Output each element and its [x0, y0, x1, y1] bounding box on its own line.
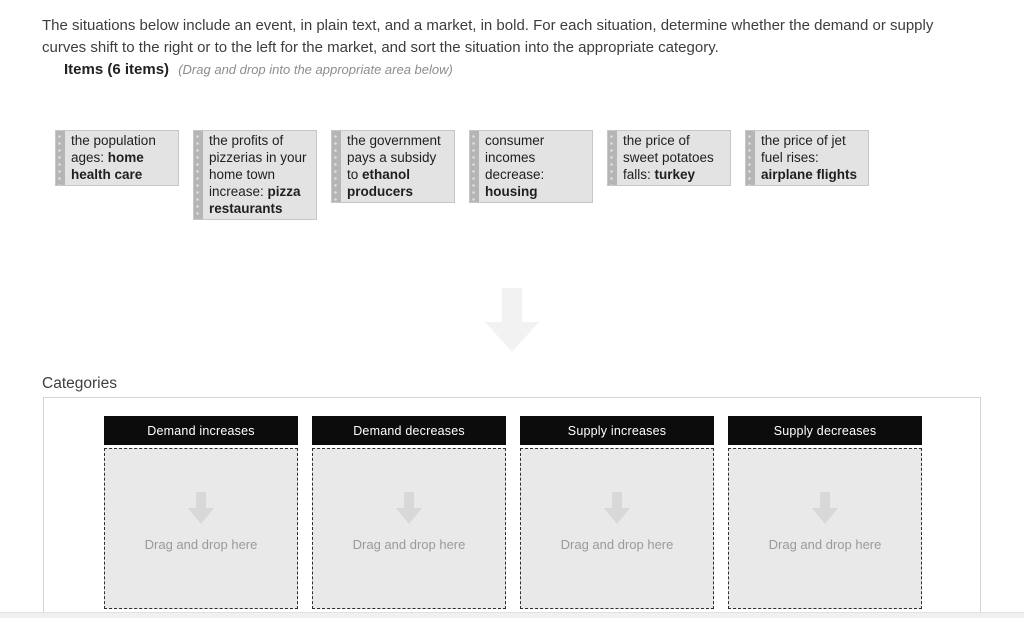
drag-handle-icon[interactable] — [746, 131, 755, 185]
category-header: Supply decreases — [728, 416, 922, 445]
dropzone-supply-increases[interactable]: Drag and drop here — [520, 448, 714, 609]
drag-handle-icon[interactable] — [332, 131, 341, 202]
dropzone-supply-decreases[interactable]: Drag and drop here — [728, 448, 922, 609]
item-text: consumer incomes decrease: housing — [485, 133, 545, 199]
dropzone-placeholder: Drag and drop here — [768, 536, 882, 552]
drag-drop-hint: (Drag and drop into the appropriate area… — [178, 62, 453, 77]
category-header: Supply increases — [520, 416, 714, 445]
item-card-pizzeria-profits[interactable]: the profits of pizzerias in your home to… — [193, 130, 317, 220]
drop-arrow-icon — [602, 491, 632, 524]
item-card-population-ages[interactable]: the population ages: home health care — [55, 130, 179, 186]
category-supply-decreases: Supply decreases Drag and drop here — [728, 416, 922, 609]
dropzone-demand-decreases[interactable]: Drag and drop here — [312, 448, 506, 609]
category-header: Demand decreases — [312, 416, 506, 445]
drop-arrow-icon — [186, 491, 216, 524]
dropzone-placeholder: Drag and drop here — [144, 536, 258, 552]
drag-handle-icon[interactable] — [470, 131, 479, 202]
item-text: the population ages: home health care — [71, 133, 156, 182]
drop-arrow-icon — [394, 491, 424, 524]
items-count-label: Items (6 items) — [64, 61, 170, 78]
category-demand-decreases: Demand decreases Drag and drop here — [312, 416, 506, 609]
category-columns: Demand increases Drag and drop here Dema… — [104, 416, 922, 609]
dropzone-placeholder: Drag and drop here — [352, 536, 466, 552]
items-header: Items (6 items) (Drag and drop into the … — [64, 61, 453, 78]
category-supply-increases: Supply increases Drag and drop here — [520, 416, 714, 609]
item-text: the price of jet fuel rises: airplane fl… — [761, 133, 858, 182]
dropzone-demand-increases[interactable]: Drag and drop here — [104, 448, 298, 609]
categories-heading: Categories — [42, 375, 117, 392]
transfer-down-arrow-icon — [485, 288, 539, 352]
drop-arrow-icon — [810, 491, 840, 524]
category-demand-increases: Demand increases Drag and drop here — [104, 416, 298, 609]
item-text: the profits of pizzerias in your home to… — [209, 133, 307, 216]
drag-handle-icon[interactable] — [194, 131, 203, 219]
dropzone-placeholder: Drag and drop here — [560, 536, 674, 552]
item-card-jet-fuel[interactable]: the price of jet fuel rises: airplane fl… — [745, 130, 869, 186]
item-text: the price of sweet potatoes falls: turke… — [623, 133, 714, 182]
item-card-sweet-potatoes[interactable]: the price of sweet potatoes falls: turke… — [607, 130, 731, 186]
page-bottom-strip — [0, 612, 1024, 618]
item-card-consumer-incomes[interactable]: consumer incomes decrease: housing — [469, 130, 593, 203]
drag-handle-icon[interactable] — [56, 131, 65, 185]
exercise-instructions: The situations below include an event, i… — [42, 17, 934, 56]
item-card-ethanol-subsidy[interactable]: the government pays a subsidy to ethanol… — [331, 130, 455, 203]
item-text: the government pays a subsidy to ethanol… — [347, 133, 441, 199]
categories-container: Demand increases Drag and drop here Dema… — [43, 397, 981, 618]
drag-handle-icon[interactable] — [608, 131, 617, 185]
items-row: the population ages: home health care th… — [55, 130, 869, 220]
category-header: Demand increases — [104, 416, 298, 445]
